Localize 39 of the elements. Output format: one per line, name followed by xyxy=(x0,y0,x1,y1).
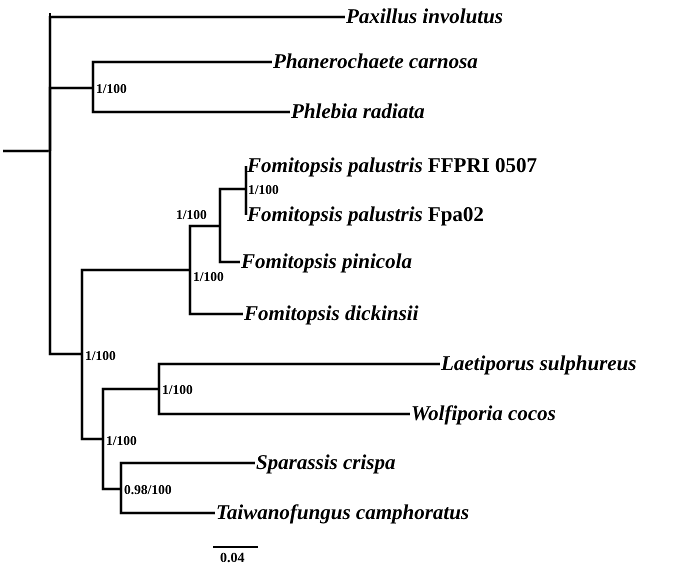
tree-branch xyxy=(188,270,243,316)
taxon-label: Sparassis crispa xyxy=(255,452,396,474)
support-value: 1/100 xyxy=(106,434,137,448)
tree-branch xyxy=(3,150,49,152)
tree-branch xyxy=(102,388,159,439)
taxon-label: Phanerochaete carnosa xyxy=(272,51,478,72)
taxon-label: Paxillus involutus xyxy=(345,6,503,28)
taxon-label: Fomitopsis palustris Fpa02 xyxy=(246,204,484,226)
tree-branch xyxy=(80,354,103,440)
support-value: 1/100 xyxy=(96,82,127,96)
taxon-label: Taiwanofungus camphoratus xyxy=(215,502,470,524)
tree-branch xyxy=(48,151,82,356)
tree-branch xyxy=(120,462,255,489)
taxon-label: Fomitopsis dickinsii xyxy=(243,303,418,324)
tree-branch xyxy=(158,362,440,389)
support-value: 1/100 xyxy=(193,270,224,284)
taxon-label: Fomitopsis palustris FFPRI 0507 xyxy=(246,155,537,176)
tree-branch xyxy=(92,88,290,114)
tree-branch xyxy=(218,226,240,264)
support-value: 1/100 xyxy=(176,208,207,222)
tree-branch xyxy=(120,489,215,514)
tree-branch xyxy=(48,86,93,151)
taxon-label: Laetiporus sulphureus xyxy=(440,353,636,374)
tree-branch xyxy=(158,389,410,416)
tree-branch xyxy=(80,268,190,354)
scale-label: 0.04 xyxy=(220,552,244,566)
taxon-label: Phlebia radiata xyxy=(290,101,425,122)
tree-branch xyxy=(244,164,248,189)
support-value: 0.98/100 xyxy=(124,483,172,496)
tree-branch xyxy=(218,188,246,226)
taxon-label: Fomitopsis pinicola xyxy=(240,251,412,272)
tree-branch xyxy=(188,224,220,270)
tree-branch xyxy=(244,189,248,216)
support-value: 1/100 xyxy=(162,383,193,396)
tree-branch xyxy=(92,60,272,88)
tree-branch xyxy=(102,439,121,490)
taxon-label: Wolfiporia cocos xyxy=(410,403,556,424)
support-value: 1/100 xyxy=(85,349,116,362)
support-value: 1/100 xyxy=(248,183,279,196)
